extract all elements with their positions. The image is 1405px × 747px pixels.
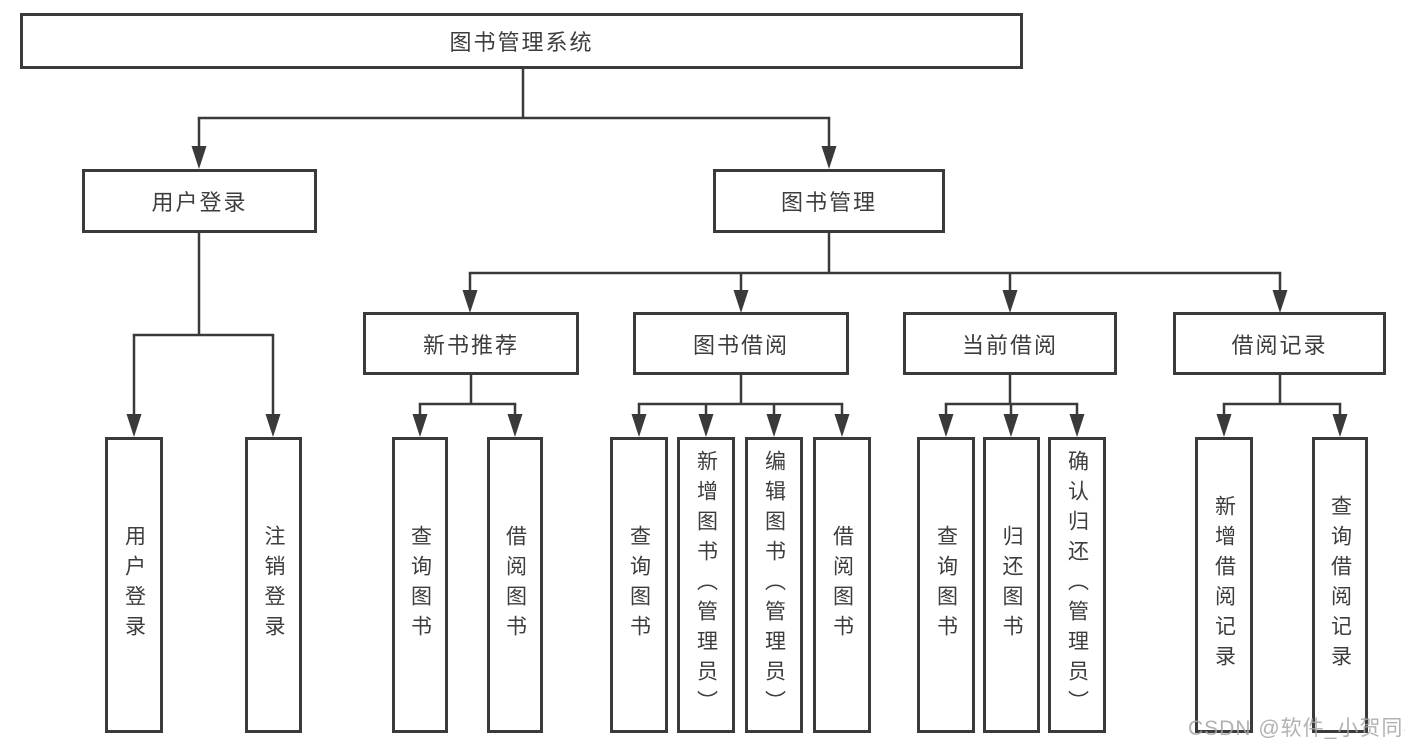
leaf-borrow-query-books: 查询图书: [610, 437, 668, 733]
node-book-management-label: 图书管理: [780, 190, 877, 215]
leaf-borrow-edit-books-admin-label: 编辑图书（管理员）: [762, 450, 786, 720]
leaf-current-confirm-return-admin-label: 确认归还（管理员）: [1065, 450, 1089, 720]
node-new-book-recommend: 新书推荐: [363, 312, 579, 375]
node-borrow-record: 借阅记录: [1173, 312, 1386, 375]
leaf-user-login-label: 用户登录: [122, 525, 146, 645]
leaf-current-return-books: 归还图书: [983, 437, 1040, 733]
leaf-record-query-borrow-record-label: 查询借阅记录: [1328, 495, 1352, 675]
leaf-recommend-borrow-books-label: 借阅图书: [503, 525, 527, 645]
node-root: 图书管理系统: [20, 13, 1023, 69]
arrowhead: [766, 414, 782, 437]
leaf-borrow-borrow-books-label: 借阅图书: [830, 525, 854, 645]
arrowhead: [191, 146, 207, 169]
arrowhead: [938, 414, 954, 437]
leaf-borrow-edit-books-admin: 编辑图书（管理员）: [745, 437, 803, 733]
node-current-borrow-label: 当前借阅: [961, 332, 1058, 358]
leaf-current-return-books-label: 归还图书: [1000, 525, 1023, 645]
arrowhead: [821, 146, 837, 169]
arrowhead: [1216, 414, 1232, 437]
leaf-borrow-query-books-label: 查询图书: [627, 525, 651, 645]
arrowhead: [1002, 290, 1018, 313]
node-book-borrow-label: 图书借阅: [692, 332, 789, 358]
arrowhead: [1332, 414, 1348, 437]
leaf-current-query-books-label: 查询图书: [934, 525, 958, 645]
leaf-borrow-add-books-admin-label: 新增图书（管理员）: [694, 450, 718, 720]
node-book-management: 图书管理: [713, 169, 945, 233]
arrowhead: [412, 414, 428, 437]
node-user-login-label: 用户登录: [151, 190, 248, 215]
arrowhead: [507, 414, 523, 437]
leaf-current-confirm-return-admin: 确认归还（管理员）: [1048, 437, 1106, 733]
node-root-label: 图书管理系统: [449, 30, 594, 55]
arrowhead: [1069, 414, 1085, 437]
arrowhead: [698, 414, 714, 437]
leaf-record-add-borrow-record: 新增借阅记录: [1195, 437, 1253, 733]
leaf-record-add-borrow-record-label: 新增借阅记录: [1212, 495, 1236, 675]
leaf-recommend-borrow-books: 借阅图书: [487, 437, 543, 733]
node-current-borrow: 当前借阅: [903, 312, 1117, 375]
arrowhead: [631, 414, 647, 437]
leaf-recommend-query-books: 查询图书: [392, 437, 448, 733]
leaf-logout: 注销登录: [245, 437, 302, 733]
leaf-current-query-books: 查询图书: [917, 437, 975, 733]
arrowhead: [265, 414, 281, 437]
arrowhead: [126, 414, 142, 437]
arrowhead: [834, 414, 850, 437]
arrowhead: [733, 290, 749, 313]
leaf-borrow-add-books-admin: 新增图书（管理员）: [677, 437, 735, 733]
node-new-book-recommend-label: 新书推荐: [422, 332, 519, 358]
arrowhead: [1272, 290, 1288, 313]
leaf-record-query-borrow-record: 查询借阅记录: [1312, 437, 1368, 733]
arrowhead: [462, 290, 478, 313]
leaf-logout-label: 注销登录: [262, 525, 285, 645]
leaf-user-login: 用户登录: [105, 437, 163, 733]
leaf-borrow-borrow-books: 借阅图书: [813, 437, 871, 733]
node-borrow-record-label: 借阅记录: [1231, 332, 1328, 358]
csdn-watermark: CSDN @软件_小贺同学: [1188, 717, 1405, 740]
node-book-borrow: 图书借阅: [633, 312, 849, 375]
arrowhead: [1003, 414, 1019, 437]
leaf-recommend-query-books-label: 查询图书: [408, 525, 432, 645]
node-user-login: 用户登录: [82, 169, 317, 233]
